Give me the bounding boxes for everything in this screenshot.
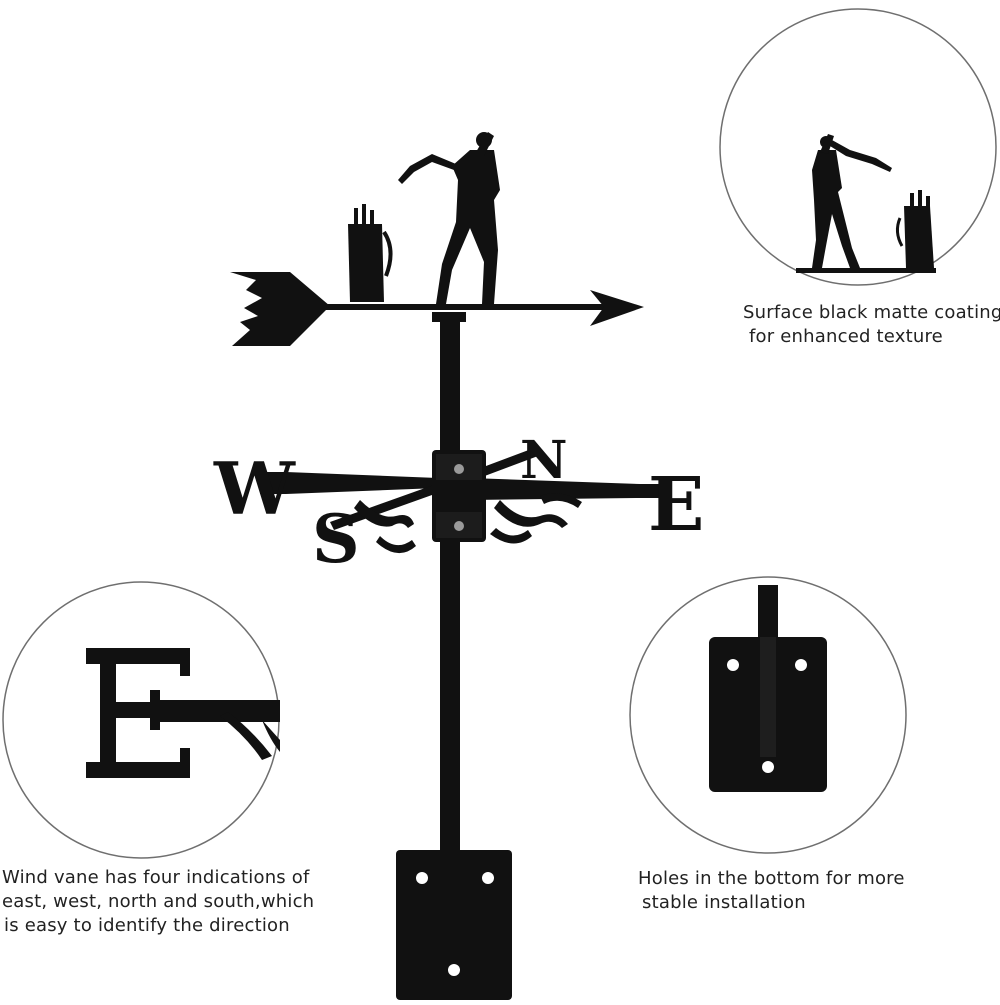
- weathervane-arrow: [230, 272, 644, 346]
- caption-line: east, west, north and south,which: [2, 891, 315, 912]
- compass-letter-south: S: [312, 500, 360, 578]
- compass-letter-north: N: [520, 430, 568, 491]
- east-letter-closeup-icon: [86, 648, 280, 778]
- caption-coating: Surface black matte coating for enhanced…: [743, 301, 1000, 349]
- compass-arms: [260, 448, 670, 554]
- callout-circle-directions: [2, 581, 280, 859]
- caption-line: Wind vane has four indications of: [2, 867, 310, 888]
- caption-directions: Wind vane has four indications of east, …: [2, 866, 314, 938]
- mounting-plate-closeup-icon: [709, 585, 827, 792]
- callout-circle-mounting: [629, 576, 907, 854]
- caption-mounting: Holes in the bottom for more stable inst…: [638, 867, 905, 915]
- mounting-plate: [396, 850, 512, 1000]
- golfer-figure-icon: [398, 132, 500, 304]
- golfer-closeup-icon: [796, 134, 936, 273]
- hub-screw-icon: [454, 521, 464, 531]
- callout-circle-coating: [719, 8, 997, 286]
- golf-bag-icon: [348, 204, 393, 302]
- caption-line: Holes in the bottom for more: [638, 868, 905, 889]
- compass-letter-east: E: [648, 462, 704, 548]
- compass-letters: W E N S: [213, 430, 704, 578]
- weathervane-pole: [432, 312, 466, 855]
- caption-line: for enhanced texture: [749, 326, 943, 347]
- hub-screw-icon: [454, 464, 464, 474]
- caption-line: stable installation: [642, 892, 806, 913]
- compass-letter-west: W: [213, 446, 296, 531]
- compass-hub: [432, 450, 486, 542]
- caption-line: Surface black matte coating: [743, 302, 1000, 323]
- caption-line: is easy to identify the direction: [4, 915, 290, 936]
